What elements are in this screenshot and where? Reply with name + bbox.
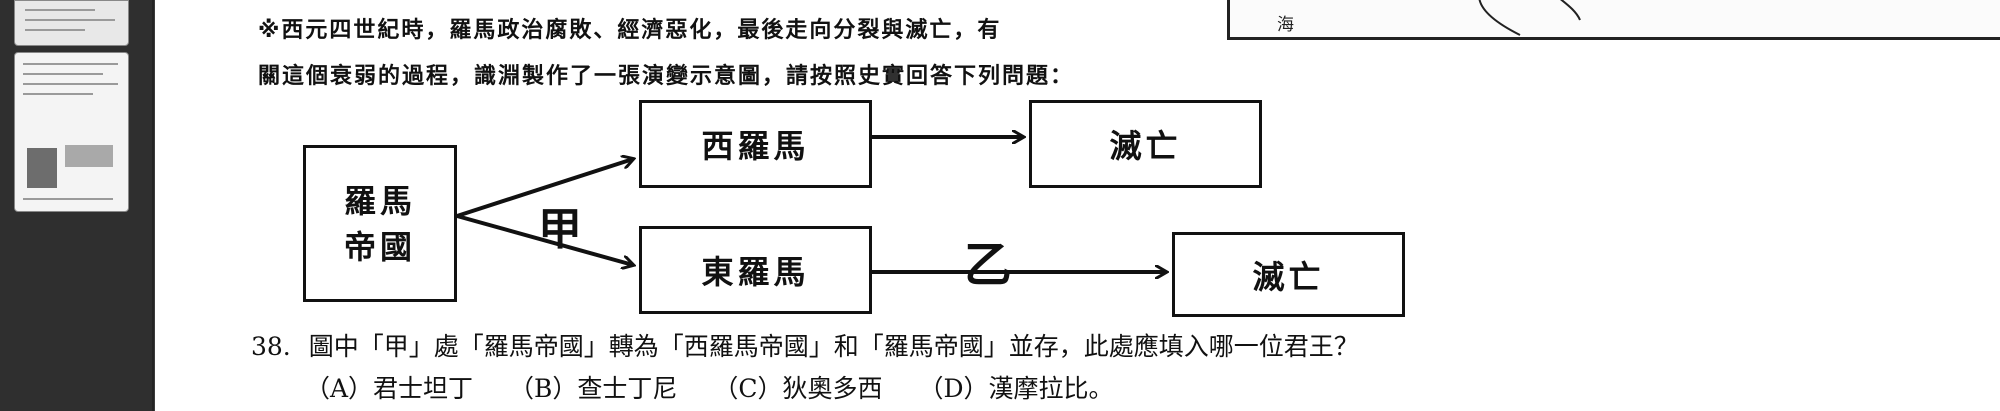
thumbnail-sidebar: [0, 0, 152, 411]
thumbnail-text-line: [23, 73, 103, 75]
option-d: （D）漢摩拉比。: [918, 374, 1114, 403]
roman-empire-label-2: 帝國: [343, 227, 416, 266]
map-figure-fragment: [1227, 0, 2000, 40]
thumbnail-text-line: [23, 198, 113, 200]
thumbnail-text-line: [25, 9, 95, 11]
option-c: （C）狄奧多西: [713, 374, 883, 403]
thumbnail-image: [65, 145, 113, 167]
diagram-arrows: [456, 0, 2000, 411]
marker-yi: 乙: [964, 237, 1013, 293]
intro-text-line-1: ※西元四世紀時，羅馬政治腐敗、經濟惡化，最後走向分裂與滅亡，有: [258, 18, 1002, 43]
page-thumbnail-current[interactable]: [14, 52, 129, 212]
map-coastline: [1478, 0, 1581, 36]
thumbnail-image: [27, 148, 57, 188]
box-east-rome: 東羅馬: [639, 226, 872, 314]
option-b: （B）查士丁尼: [509, 374, 678, 403]
question-options: （A）君士坦丁 （B）查士丁尼 （C）狄奧多西 （D）漢摩拉比。: [305, 369, 1141, 405]
box-west-fall: 滅亡: [1029, 100, 1262, 188]
box-west-rome: 西羅馬: [639, 100, 872, 188]
roman-empire-label-1: 羅馬: [343, 181, 416, 220]
question-text: 圖中「甲」處「羅馬帝國」轉為「西羅馬帝國」和「羅馬帝國」並存，此處應填入哪一位君…: [308, 332, 1359, 361]
thumbnail-text-line: [23, 83, 118, 85]
arrow-to-west-rome: [456, 159, 633, 218]
arrow-to-east-rome: [456, 214, 633, 265]
intro-text-line-2: 關這個衰弱的過程，識淵製作了一張演變示意圖，請按照史實回答下列問題：: [258, 64, 1075, 89]
box-east-fall: 滅亡: [1172, 232, 1405, 317]
sidebar-divider: [152, 0, 154, 411]
thumbnail-text-line: [23, 63, 118, 65]
option-a: （A）君士坦丁: [305, 374, 474, 403]
map-sea-label: 海: [1277, 15, 1294, 35]
thumbnail-text-line: [25, 29, 85, 31]
question-38: 38. 圖中「甲」處「羅馬帝國」轉為「西羅馬帝國」和「羅馬帝國」並存，此處應填入…: [251, 327, 1359, 363]
marker-jia: 甲: [538, 204, 582, 255]
box-roman-empire: 羅馬 帝國: [303, 145, 457, 302]
thumbnail-text-line: [25, 19, 115, 21]
document-page: 海 ※西元四世紀時，羅馬政治腐敗、經濟惡化，最後走向分裂與滅亡，有 關這個衰弱的…: [155, 0, 2000, 411]
page-thumbnail-previous[interactable]: [14, 0, 129, 46]
question-number: 38.: [251, 332, 291, 361]
thumbnail-text-line: [23, 93, 93, 95]
